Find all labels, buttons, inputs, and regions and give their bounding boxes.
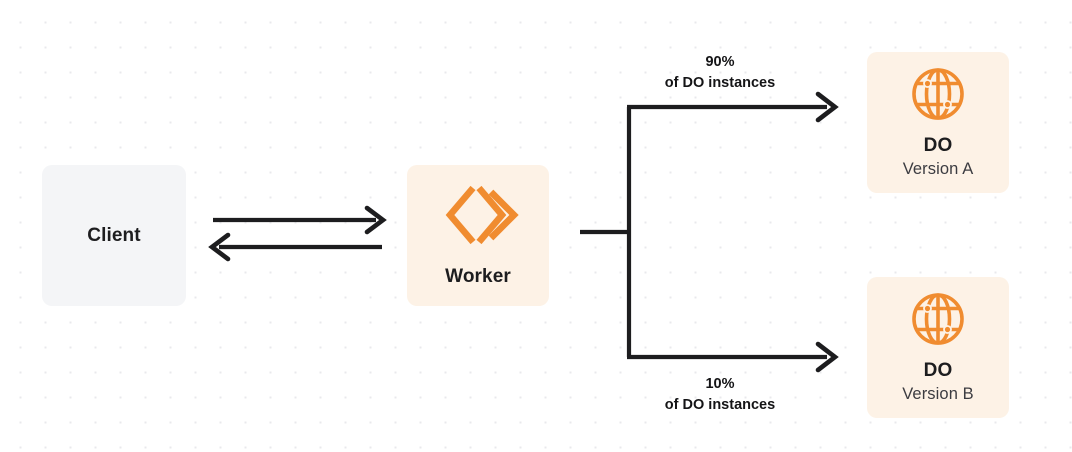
edge-worker-to-client-arrowhead xyxy=(208,232,231,262)
node-do-version-b[interactable]: DO Version B xyxy=(867,277,1009,418)
edge-label-do-a-percent: 90% xyxy=(705,54,735,70)
node-worker-title: Worker xyxy=(445,265,511,287)
node-client[interactable]: Client xyxy=(42,165,186,306)
node-worker[interactable]: Worker xyxy=(407,165,549,306)
node-do-b-subtitle: Version B xyxy=(902,385,974,403)
edge-branch-trunk xyxy=(580,107,632,357)
edge-worker-to-do-a xyxy=(627,91,839,123)
cloudflare-workers-icon xyxy=(445,184,519,246)
globe-icon xyxy=(910,291,966,347)
node-do-a-title: DO xyxy=(923,135,953,156)
globe-icon xyxy=(910,66,966,122)
edge-worker-to-do-b xyxy=(627,341,839,373)
edge-label-do-b-description: of DO instances xyxy=(664,396,776,413)
edge-worker-to-client xyxy=(208,232,382,262)
edge-worker-to-do-b-arrowhead xyxy=(815,341,839,373)
edge-label-do-b: 10% of DO instances xyxy=(595,374,845,415)
edge-label-do-a: 90% of DO instances xyxy=(595,52,845,93)
node-do-a-subtitle: Version A xyxy=(902,160,974,178)
edge-worker-to-do-a-arrowhead xyxy=(815,91,839,123)
node-do-version-a[interactable]: DO Version A xyxy=(867,52,1009,193)
edge-client-to-worker xyxy=(213,205,387,235)
edge-label-do-b-percent: 10% xyxy=(705,376,735,392)
node-do-b-title: DO xyxy=(923,360,953,381)
edge-label-do-a-description: of DO instances xyxy=(664,74,776,91)
node-client-title: Client xyxy=(87,224,141,246)
edge-client-to-worker-arrowhead xyxy=(364,205,387,235)
